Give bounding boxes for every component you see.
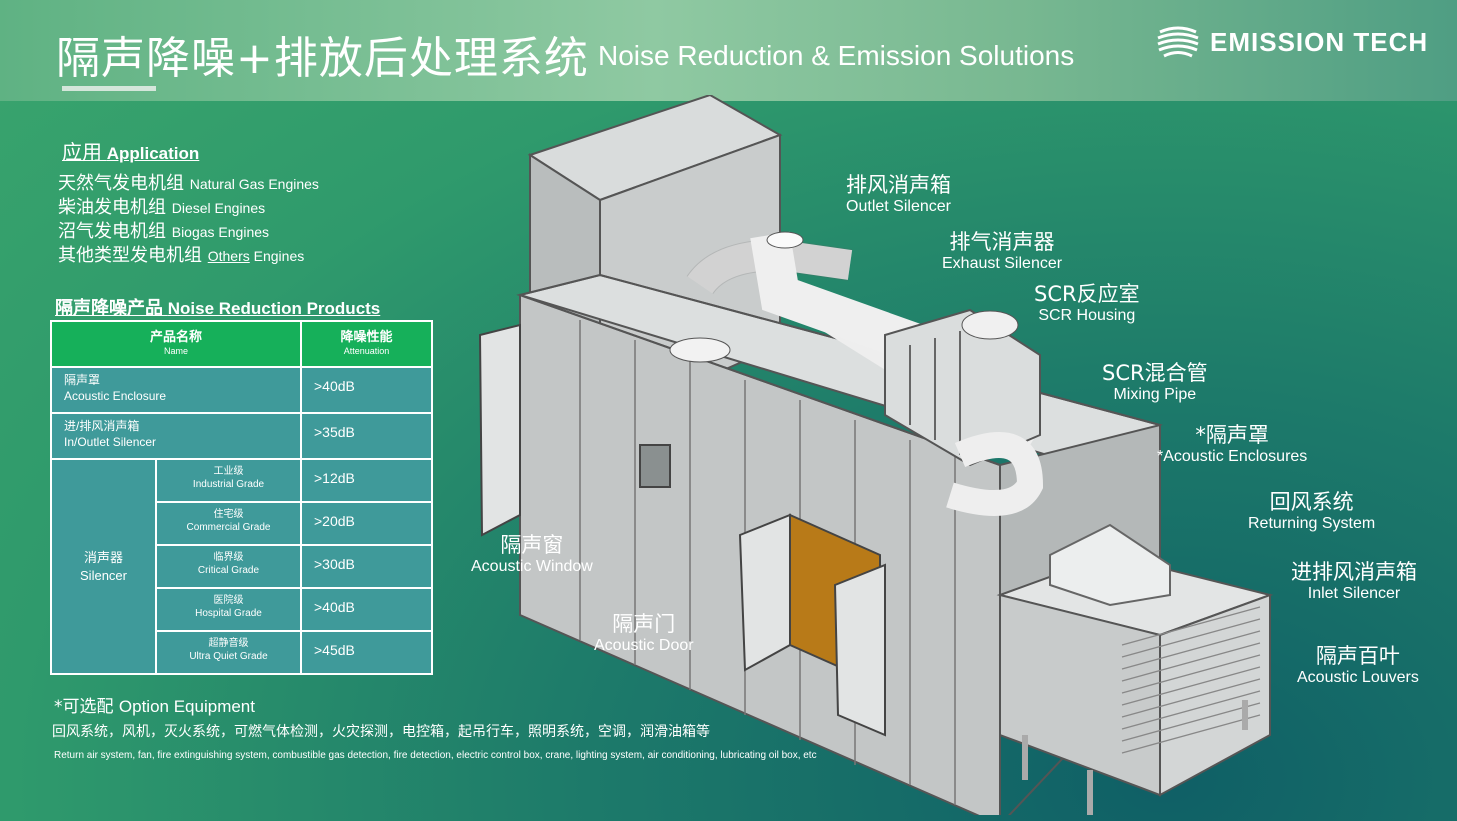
options-title: *可选配 Option Equipment: [54, 697, 255, 717]
products-heading: 隔声降噪产品 Noise Reduction Products: [55, 298, 381, 319]
page-title-en: Noise Reduction & Emission Solutions: [598, 40, 1075, 71]
options-list-cn: 回风系统，风机，灭火系统，可燃气体检测，火灾探测，电控箱，起吊行车，照明系统，空…: [52, 724, 710, 740]
title-underline: [62, 86, 156, 91]
list-item: 沼气发电机组 Biogas Engines: [58, 221, 270, 242]
list-item: 其他类型发电机组 Others Engines: [58, 245, 305, 266]
logo-text: EMISSION TECH: [1210, 27, 1429, 57]
application-list: 天然气发电机组 Natural Gas Engines 柴油发电机组 Diese…: [58, 172, 319, 268]
company-logo: EMISSION TECH: [1156, 22, 1436, 62]
header-bar: [0, 0, 1457, 101]
page-title-cn: 隔声降噪+排放后处理系统: [56, 33, 589, 84]
label-acoustic-enclosures: *隔声罩*Acoustic Enclosures: [1157, 423, 1308, 465]
list-item: 天然气发电机组 Natural Gas Engines: [58, 173, 319, 194]
list-item: 柴油发电机组 Diesel Engines: [58, 197, 266, 218]
application-heading: 应用 Application: [62, 140, 200, 164]
globe-icon: [1157, 26, 1199, 58]
options-list-en: Return air system, fan, fire extinguishi…: [54, 750, 817, 761]
enclosure-illustration: [478, 95, 1274, 815]
